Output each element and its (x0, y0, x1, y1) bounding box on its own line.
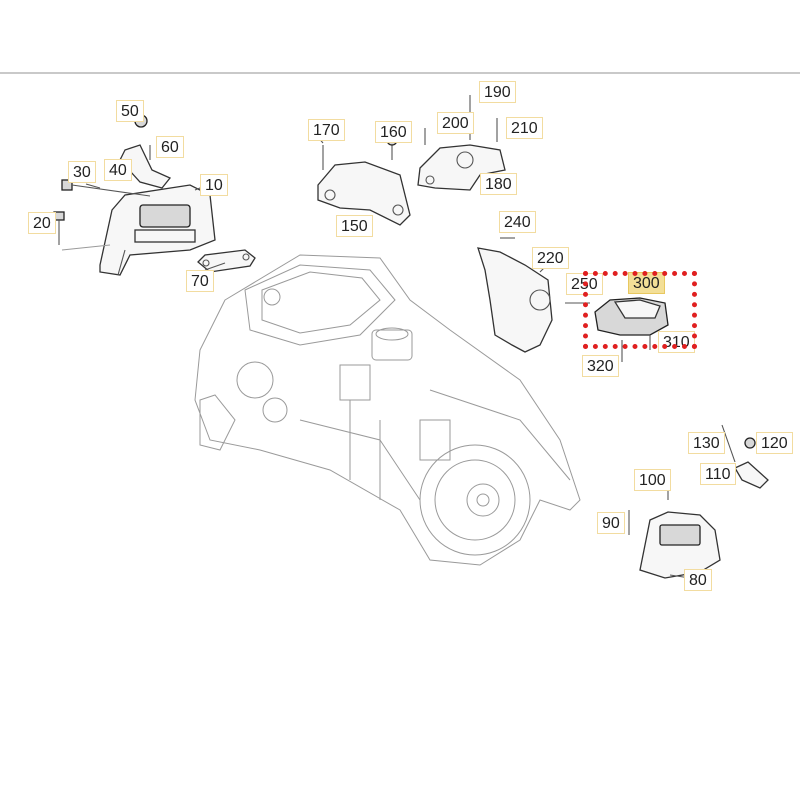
callout-60[interactable]: 60 (156, 136, 184, 158)
engine-mount-80 (628, 480, 721, 579)
callout-120[interactable]: 120 (756, 432, 793, 454)
callout-190[interactable]: 190 (479, 81, 516, 103)
callout-70[interactable]: 70 (186, 270, 214, 292)
selection-marker (583, 271, 697, 349)
callout-150[interactable]: 150 (336, 215, 373, 237)
callout-10[interactable]: 10 (200, 174, 228, 196)
callout-80[interactable]: 80 (684, 569, 712, 591)
callout-100[interactable]: 100 (634, 469, 671, 491)
callout-240[interactable]: 240 (499, 211, 536, 233)
callout-90[interactable]: 90 (597, 512, 625, 534)
engine-mount-300 (565, 297, 669, 362)
callout-220[interactable]: 220 (532, 247, 569, 269)
callout-210[interactable]: 210 (506, 117, 543, 139)
bracket-220 (477, 237, 553, 353)
bracket-70 (197, 249, 256, 273)
callout-170[interactable]: 170 (308, 119, 345, 141)
callout-200[interactable]: 200 (437, 112, 474, 134)
callout-50[interactable]: 50 (116, 100, 144, 122)
bolt-30 (61, 179, 151, 197)
callout-110[interactable]: 110 (700, 463, 736, 485)
callout-160[interactable]: 160 (375, 121, 412, 143)
top-divider (0, 72, 800, 74)
engine-mount-10 (99, 184, 216, 276)
callout-320[interactable]: 320 (582, 355, 619, 377)
callout-20[interactable]: 20 (28, 212, 56, 234)
callout-40[interactable]: 40 (104, 159, 132, 181)
bolt-20 (53, 211, 111, 251)
engine-assembly (194, 254, 581, 566)
engine-mount-150 (317, 134, 411, 226)
callout-30[interactable]: 30 (68, 161, 96, 183)
callout-180[interactable]: 180 (480, 173, 517, 195)
bracket-110 (721, 424, 769, 489)
callout-130[interactable]: 130 (688, 432, 725, 454)
